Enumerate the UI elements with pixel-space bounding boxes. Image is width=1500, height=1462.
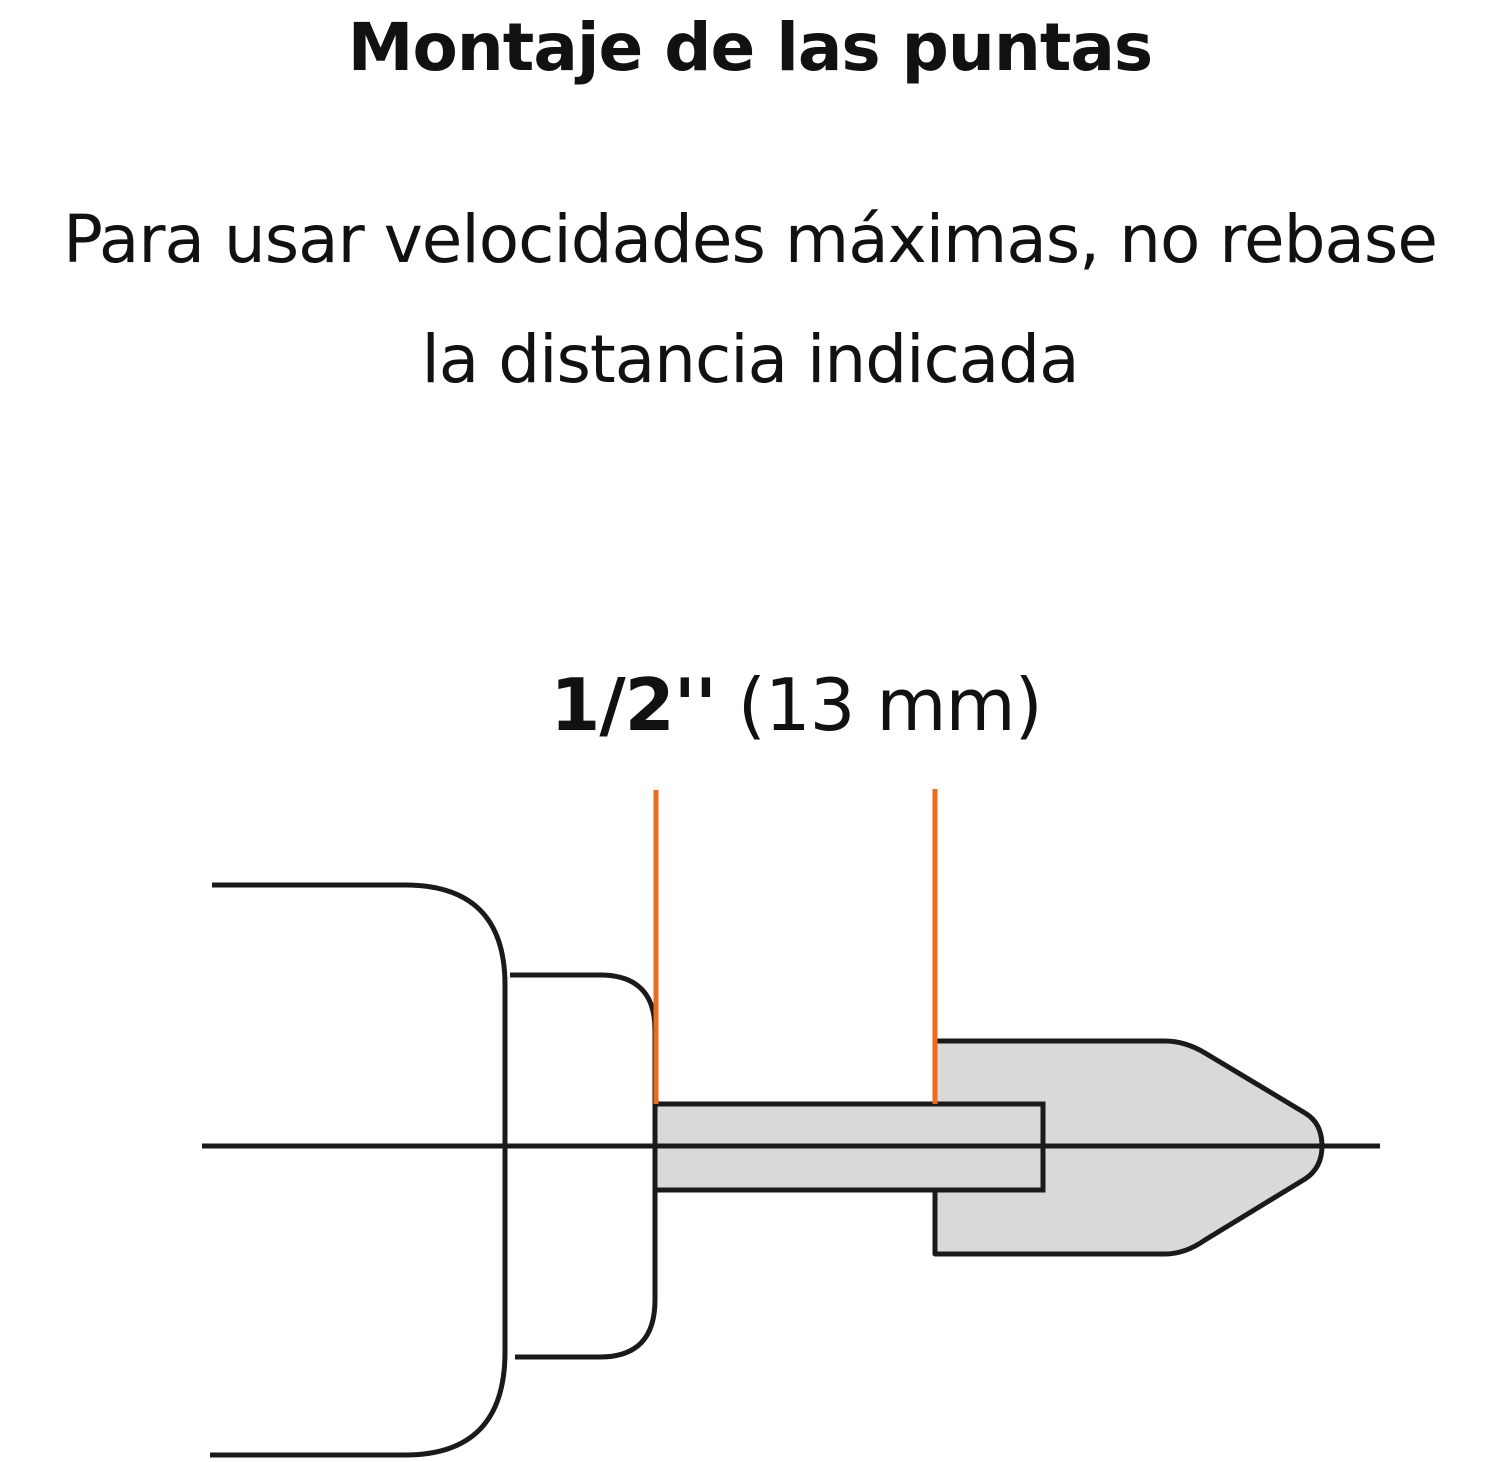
distance-mm: (13 mm) (737, 663, 1043, 747)
instruction-line-2: la distancia indicada (421, 321, 1079, 398)
distance-inch: 1/2'' (550, 663, 717, 747)
distance-label: 1/2'' (13 mm) (0, 655, 1500, 755)
collet-nut-outline (510, 972, 658, 1360)
instruction-text: Para usar velocidades máximas, no rebase… (0, 180, 1500, 420)
instruction-line-1: Para usar velocidades máximas, no rebase (63, 201, 1438, 278)
page-title: Montaje de las puntas (347, 9, 1153, 86)
tool-housing-outline (210, 882, 508, 1458)
